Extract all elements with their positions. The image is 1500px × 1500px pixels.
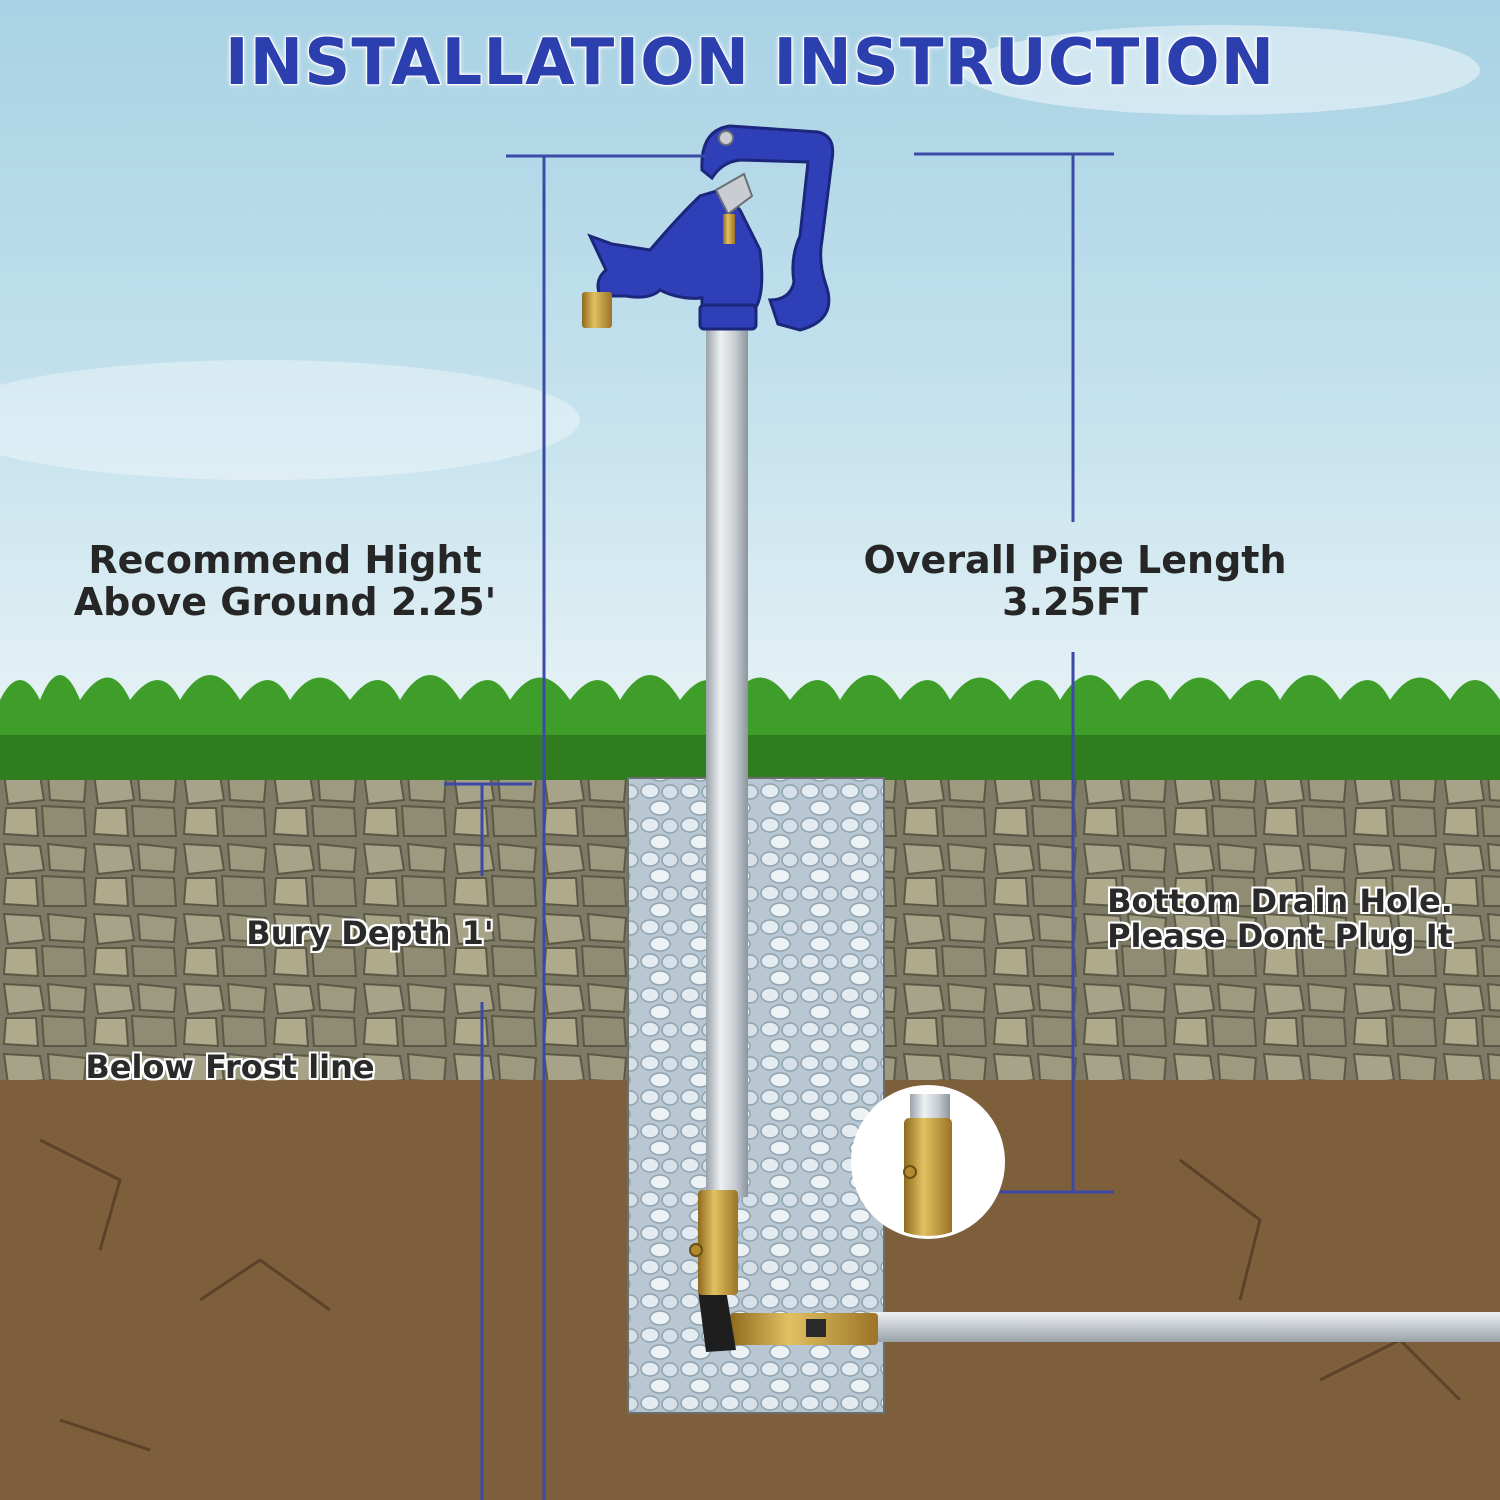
gravel-trench	[627, 777, 885, 1414]
above-ground-height-label: Recommend Hight Above Ground 2.25'	[40, 538, 530, 624]
brass-inlet	[730, 1313, 878, 1345]
supply-pipe	[870, 1312, 1500, 1342]
brass-stem	[723, 214, 735, 244]
dimension-above-ground	[506, 154, 706, 1500]
brass-valve	[698, 1190, 738, 1295]
pipe-length-line-1: Overall Pipe Length	[863, 538, 1287, 582]
hydrant-collar	[698, 303, 758, 331]
dimension-bury-depth	[444, 782, 532, 1500]
elbow-fitting	[698, 1290, 736, 1352]
bury-depth-label: Bury Depth 1'	[246, 914, 494, 952]
dimension-pipe-length	[914, 152, 1114, 1194]
drain-note-line-1: Bottom Drain Hole.	[1107, 882, 1453, 920]
drain-note-line-2: Please Dont Plug It	[1107, 917, 1453, 956]
hydrant-linkage	[714, 172, 754, 216]
pivot-bolt	[718, 130, 734, 146]
pipe-length-label: Overall Pipe Length 3.25FT	[830, 538, 1320, 624]
hose-thread	[582, 292, 612, 328]
hydrant-head	[582, 124, 835, 332]
pipe-length-line-2: 3.25FT	[1002, 579, 1148, 624]
frost-line-label: Below Frost line	[85, 1048, 375, 1086]
valve-drain-port	[689, 1243, 703, 1257]
page-title: INSTALLATION INSTRUCTION	[224, 26, 1276, 100]
hydrant-handle	[700, 124, 835, 332]
grass-base	[0, 735, 1500, 780]
inlet-label-plate	[806, 1319, 826, 1337]
dirt-cracks	[39, 1138, 1462, 1452]
standpipe	[706, 322, 748, 1197]
drain-hole-note: Bottom Drain Hole. Please Dont Plug It	[1070, 882, 1490, 956]
cloud	[960, 25, 1480, 115]
above-ground-line-1: Recommend Hight	[88, 538, 482, 582]
sky-background	[0, 0, 1500, 720]
cloud	[0, 360, 580, 480]
above-ground-line-2: Above Ground 2.25'	[73, 579, 497, 624]
drain-detail-inset	[851, 1085, 1005, 1239]
